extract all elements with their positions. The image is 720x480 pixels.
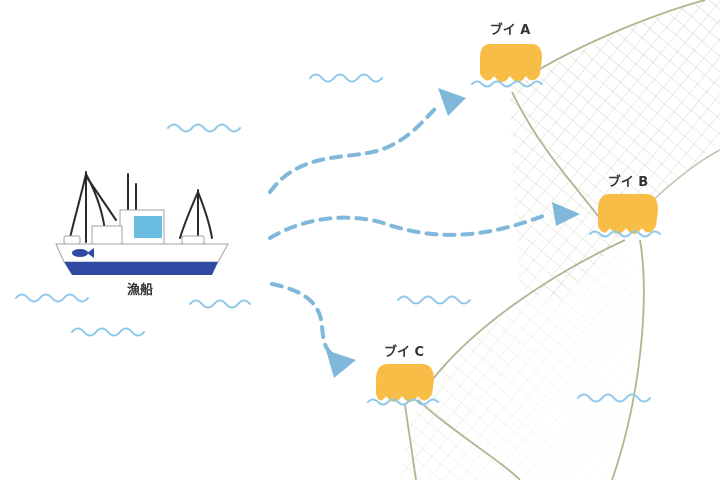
buoy-c-label: ブイ C [384,344,424,360]
route-to-buoy-b [268,202,580,240]
arrowhead-c [326,350,356,378]
route-to-buoy-a [268,88,466,194]
net-ropes [404,0,706,480]
buoy-c: ブイ C [367,344,439,406]
buoy-b-label: ブイ B [608,174,648,190]
buoy-a: ブイ A [471,22,543,88]
route-to-buoy-c [270,282,356,378]
fishing-boat: 漁船 [55,171,229,298]
boat-rigging [69,171,213,243]
arrowhead-a [438,88,466,116]
fishing-net-lower [400,232,650,480]
buoy-b: ブイ B [589,174,661,238]
boat-label: 漁船 [127,282,153,298]
hull-stripe [64,262,218,275]
sea-waves [15,73,651,403]
buoy-a-label: ブイ A [490,22,531,38]
fish-icon [72,248,94,258]
cabin-window [134,216,162,238]
arrowhead-b [552,202,580,226]
